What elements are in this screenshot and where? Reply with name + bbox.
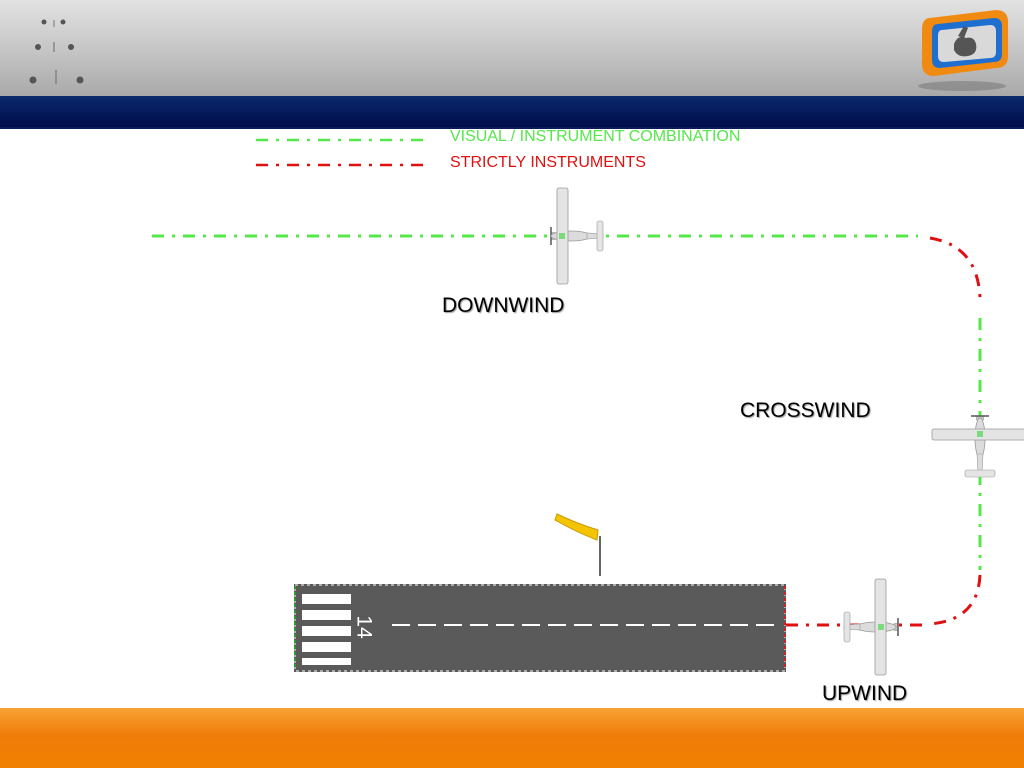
windsock-icon [554, 513, 601, 576]
turn-upwind-path [929, 574, 982, 626]
header-band [0, 96, 1024, 129]
header-bar [0, 0, 1024, 96]
airplane-crosswind-icon [931, 415, 1024, 478]
airplane-upwind-icon [843, 578, 899, 676]
presentation-logo-icon [918, 10, 1008, 91]
legend-instrument-label: STRICTLY INSTRUMENTS [450, 154, 646, 171]
decorative-dots-icon [29, 19, 84, 84]
crosswind-label: CROSSWIND [740, 399, 871, 422]
upwind-label: UPWIND [822, 682, 908, 705]
downwind-label: DOWNWIND [442, 294, 565, 317]
turn-downwind-path [929, 236, 982, 299]
runway-number: 14 [352, 615, 376, 639]
airplane-downwind-icon [550, 187, 604, 285]
legend-visual-label: VISUAL / INSTRUMENT COMBINATION [450, 128, 741, 145]
runway [294, 584, 786, 672]
footer-bar [0, 708, 1024, 768]
